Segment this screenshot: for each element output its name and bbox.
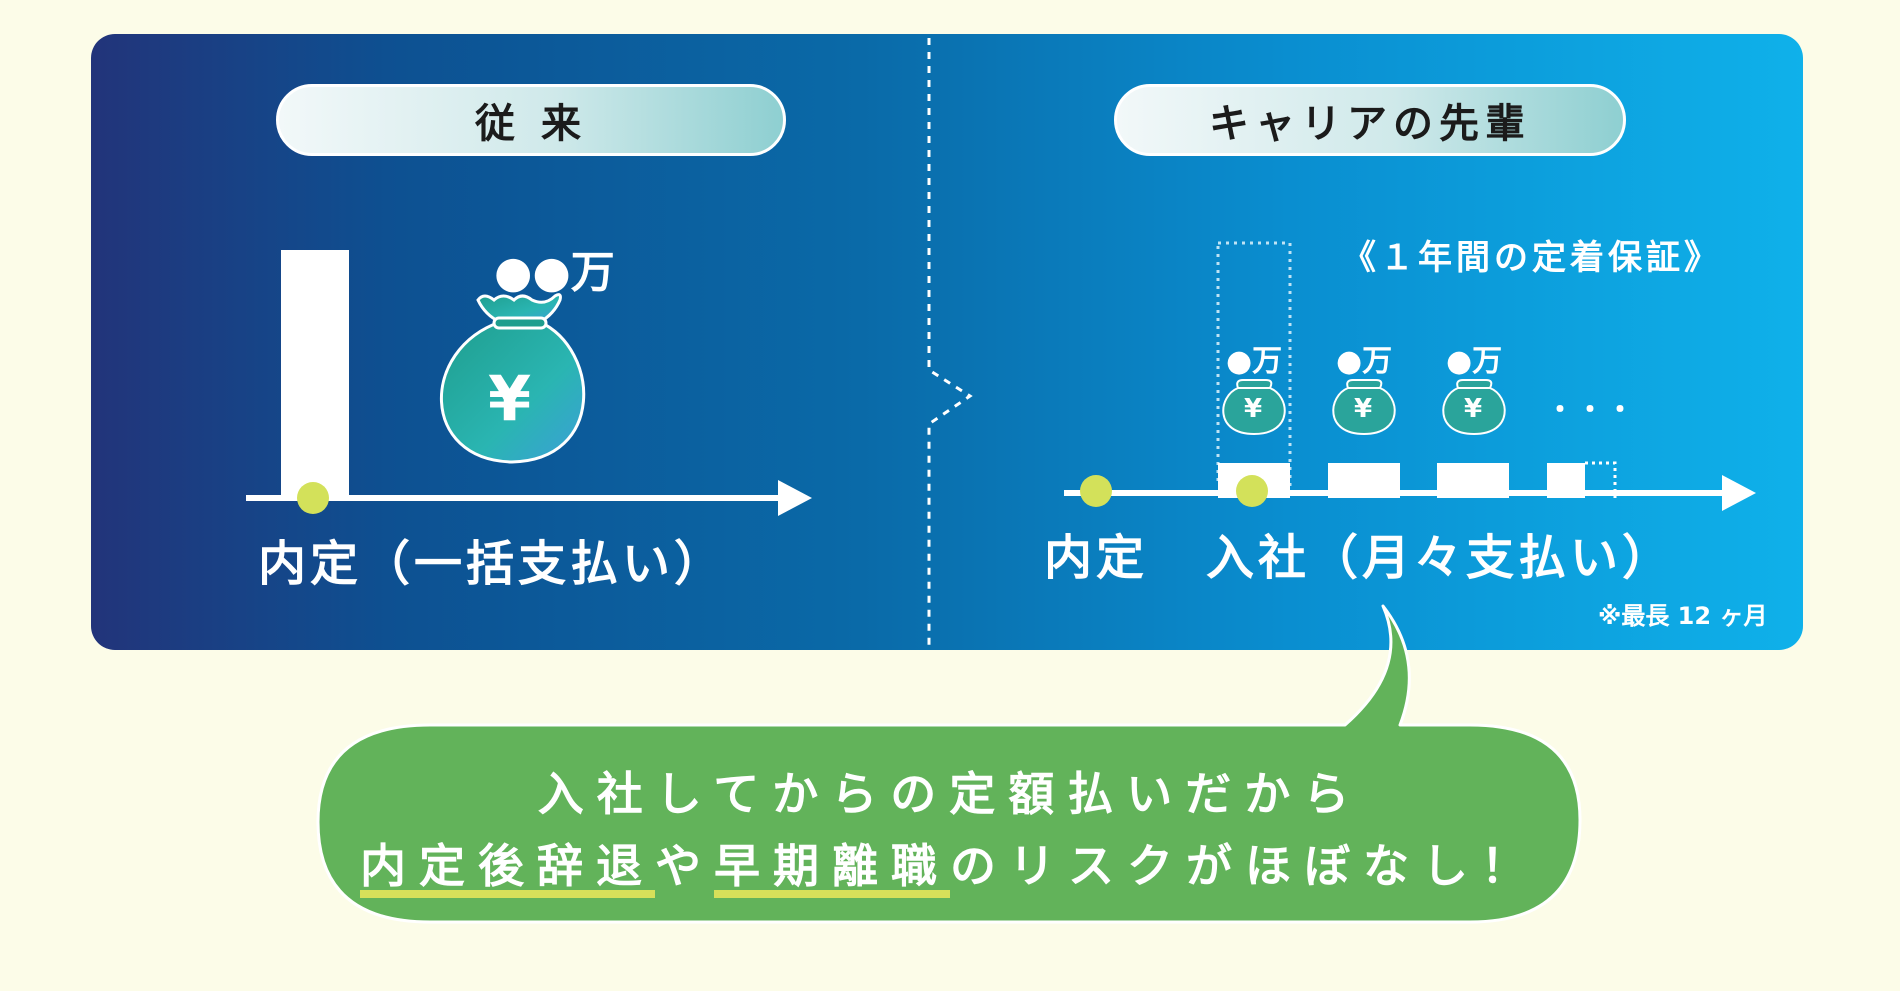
- money-bag-small-icon-2: [1332, 379, 1396, 436]
- left-timeline-arrowhead: [778, 480, 812, 516]
- career-senpai-header: キャリアの先輩: [1114, 84, 1626, 156]
- money-bag-small-icon-1: [1222, 379, 1286, 436]
- highlight-early-turnover: 早期離職: [714, 842, 950, 899]
- left-timeline-label: 内定（一括支払い）: [258, 536, 727, 592]
- guarantee-label: 《１年間の定着保証》: [1342, 238, 1722, 278]
- monthly-amount-1: ●万: [1226, 344, 1283, 379]
- yen-symbol-small-2: ¥: [1354, 394, 1373, 424]
- bubble-line-1: 入社してからの定額払いだから: [537, 767, 1363, 821]
- offer-dot-right: [1080, 475, 1112, 507]
- panel-divider: [927, 38, 973, 648]
- offer-label: 内定: [1044, 530, 1149, 586]
- conventional-header: 従 来: [276, 84, 786, 156]
- monthly-amount-3: ●万: [1446, 344, 1503, 379]
- join-dot: [1236, 475, 1268, 507]
- ellipsis: ・・・: [1546, 393, 1637, 426]
- bubble-connector: や: [655, 839, 714, 893]
- right-timeline-arrowhead: [1722, 475, 1756, 511]
- bubble-conclusion: のリスクがほぼなし！: [950, 839, 1540, 893]
- lump-sum-amount: ●●万: [494, 247, 615, 298]
- bubble-line-2: 内定後辞退や早期離職のリスクがほぼなし！: [320, 830, 1580, 899]
- lump-sum-bar: [281, 250, 349, 500]
- first-month-highlight: [1216, 241, 1292, 488]
- join-label: 入社（月々支払い）: [1206, 530, 1675, 586]
- yen-symbol-large: ¥: [488, 362, 532, 435]
- yen-symbol-small-3: ¥: [1464, 394, 1483, 424]
- footnote: ※最長 12 ヶ月: [1598, 602, 1768, 630]
- yen-symbol-small-1: ¥: [1244, 394, 1263, 424]
- speech-bubble: [316, 604, 1582, 924]
- highlight-offer-withdrawal: 内定後辞退: [360, 842, 655, 899]
- money-bag-large-icon: [439, 293, 586, 464]
- money-bag-small-icon-3: [1442, 379, 1506, 436]
- monthly-bar-continuation: [1585, 461, 1617, 498]
- offer-dot-left: [297, 482, 329, 514]
- monthly-amount-2: ●万: [1336, 344, 1393, 379]
